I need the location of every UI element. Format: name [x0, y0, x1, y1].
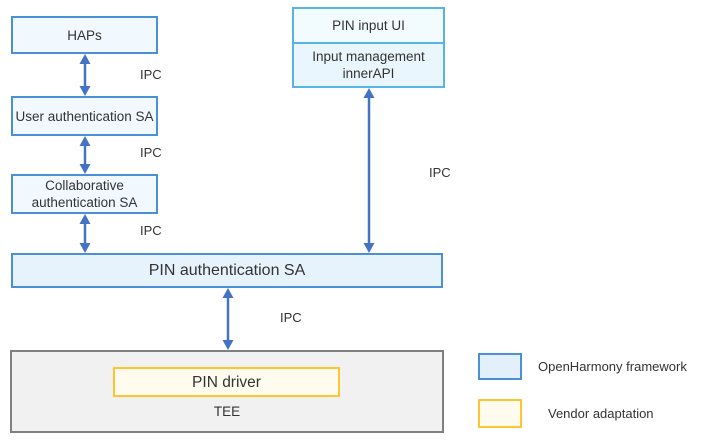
arrow-collab-auth-pin-auth-icon	[79, 214, 91, 253]
box-pin-driver: PIN driver	[113, 367, 340, 397]
tee-label: TEE	[213, 404, 241, 419]
box-tee: PIN driver TEE	[10, 350, 444, 433]
box-pin-input-group: PIN input UI Input management innerAPI	[292, 7, 445, 88]
ipc-label-inputmgmt-pinauth: IPC	[429, 165, 451, 180]
ipc-label-haps-user: IPC	[140, 67, 162, 82]
box-pin-authentication-sa: PIN authentication SA	[11, 253, 443, 288]
arrow-pin-auth-pin-driver-icon	[222, 288, 234, 350]
ipc-label-pinauth-tee: IPC	[280, 310, 302, 325]
box-user-authentication-sa: User authentication SA	[11, 96, 158, 136]
legend-swatch-vendor-adaptation	[478, 399, 522, 428]
box-pin-input-ui: PIN input UI	[292, 7, 445, 43]
box-haps: HAPs	[11, 16, 158, 54]
arrow-haps-user-auth-icon	[79, 54, 91, 96]
arrow-user-auth-collab-auth-icon	[79, 136, 91, 174]
ipc-label-user-collab: IPC	[140, 145, 162, 160]
legend-label-vendor-adaptation: Vendor adaptation	[548, 406, 654, 421]
legend-swatch-openharmony-framework	[478, 353, 522, 380]
box-collaborative-authentication-sa: Collaborative authentication SA	[11, 174, 158, 214]
box-input-management-innerapi: Input management innerAPI	[292, 43, 445, 88]
legend-label-openharmony-framework: OpenHarmony framework	[538, 359, 687, 374]
arrow-input-mgmt-pin-auth-icon	[363, 88, 375, 253]
ipc-label-collab-pinauth: IPC	[140, 223, 162, 238]
